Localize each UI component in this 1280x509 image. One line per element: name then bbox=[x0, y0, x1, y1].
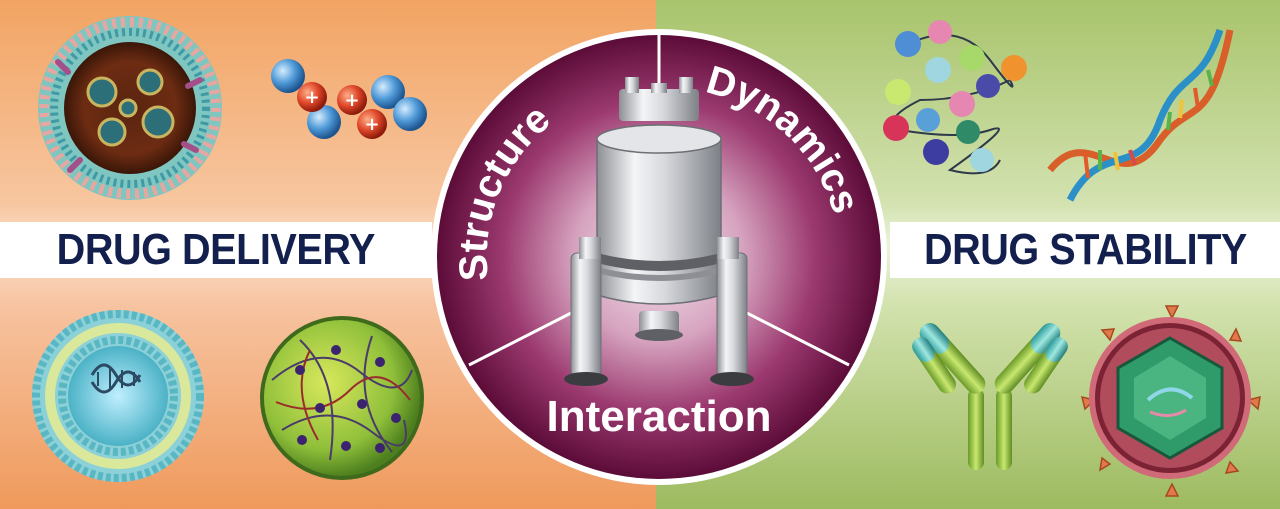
svg-text:+: + bbox=[364, 114, 379, 135]
svg-text:+: + bbox=[344, 90, 359, 111]
drug-delivery-label: DRUG DELIVERY bbox=[56, 225, 376, 274]
charged-ions-icon: +++ bbox=[271, 59, 427, 139]
center-diagram: Structure Dynamics Interaction bbox=[431, 29, 887, 485]
virus-particle-icon bbox=[1080, 305, 1261, 497]
drug-stability-banner: DRUG STABILITY bbox=[890, 222, 1280, 278]
liposome-icon bbox=[32, 310, 204, 482]
lipid-nanoparticle-icon bbox=[38, 16, 222, 200]
svg-text:+: + bbox=[304, 87, 319, 108]
drug-delivery-banner: DRUG DELIVERY bbox=[0, 222, 432, 278]
polymer-microsphere-icon bbox=[260, 316, 424, 480]
segment-interaction-label: Interaction bbox=[547, 392, 772, 441]
nmr-spectrometer-icon bbox=[564, 77, 754, 386]
antibody-icon bbox=[912, 323, 1068, 470]
dna-helix-icon bbox=[1047, 28, 1234, 202]
protein-chain-icon bbox=[883, 20, 1027, 175]
drug-stability-label: DRUG STABILITY bbox=[923, 225, 1247, 274]
